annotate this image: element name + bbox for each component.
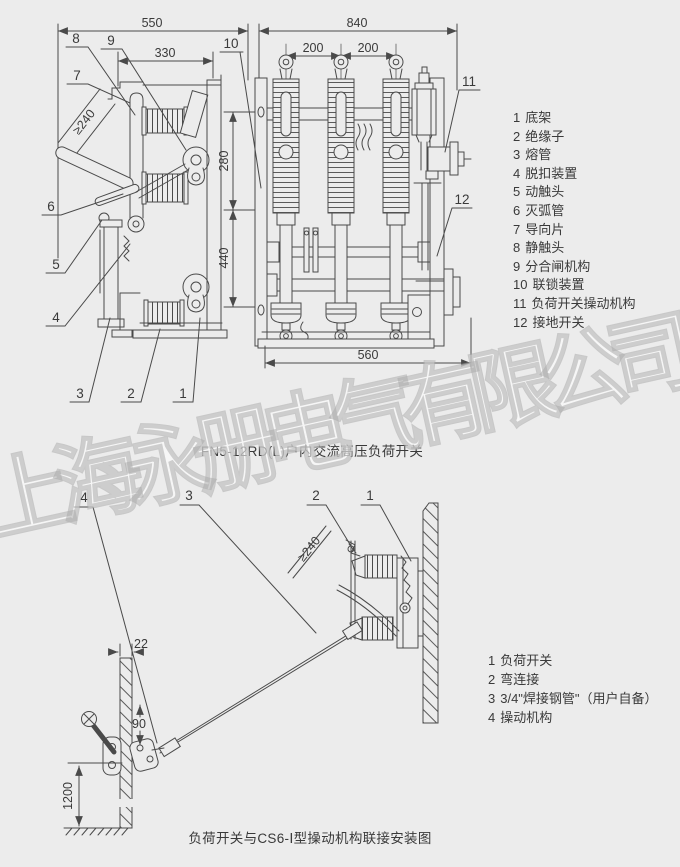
legend-label: 动触头 (525, 184, 565, 200)
legend-label: 导向片 (525, 221, 565, 237)
part-label-4: 4 (52, 310, 60, 325)
bottom-drawing-caption: 负荷开关与CS6-Ⅰ型操动机构联接安装图 (188, 831, 432, 846)
legend-num: 5 (513, 184, 521, 200)
part-label-5: 5 (52, 257, 60, 272)
dim-clearance-side: ≥240 (70, 107, 98, 137)
legend-num: 4 (488, 710, 496, 725)
dim-22: 22 (134, 637, 148, 651)
legend-label: 弯连接 (500, 672, 540, 687)
part-label-6: 6 (47, 199, 55, 214)
legend-label: 负荷开关 (500, 653, 553, 668)
dim-200-b: 200 (358, 41, 379, 55)
install-label-2: 2 (312, 488, 320, 503)
legend-num: 1 (488, 653, 496, 668)
legend-num: 2 (513, 128, 521, 144)
part-label-1: 1 (179, 386, 187, 401)
part-label-12: 12 (454, 192, 469, 207)
dim-1200: 1200 (61, 782, 75, 810)
legend-label: 联锁装置 (532, 277, 585, 293)
legend-label: 接地开关 (532, 314, 585, 330)
legend-num: 9 (513, 258, 521, 274)
dim-clearance-install: ≥240 (295, 534, 323, 564)
dim-550: 550 (142, 16, 163, 30)
dim-330: 330 (155, 46, 176, 60)
install-label-1: 1 (366, 488, 374, 503)
dim-90: 90 (132, 717, 146, 731)
legend-label: 灭弧管 (525, 202, 565, 218)
legend-num: 3 (513, 147, 521, 163)
front-view (223, 23, 472, 369)
legend-label: 绝缘子 (525, 128, 565, 144)
part-label-11: 11 (462, 74, 476, 89)
legend-item-3: 3 3/4"焊接钢管"（用户自备） (488, 689, 658, 708)
install-label-3: 3 (185, 488, 193, 503)
legend-num: 12 (513, 314, 528, 330)
dim-560: 560 (358, 348, 379, 362)
legend-label: 分合闸机构 (525, 258, 591, 274)
legend-label: 负荷开关操动机构 (531, 295, 636, 311)
part-label-9: 9 (107, 33, 115, 48)
dim-440: 440 (217, 248, 231, 269)
legend-num: 10 (513, 277, 528, 293)
legend-num: 2 (488, 672, 496, 687)
part-label-10: 10 (223, 36, 238, 51)
legend-label: 底架 (525, 110, 552, 125)
legend-label: 静触头 (525, 240, 565, 256)
legend-item-4: 4 操动机构 (488, 708, 658, 727)
legend-num: 11 (513, 295, 527, 311)
legend-label: 脱扣装置 (525, 165, 578, 181)
legend-num: 6 (513, 202, 521, 218)
legend-label: 3/4"焊接钢管"（用户自备） (500, 691, 658, 706)
legend-num: 7 (513, 221, 521, 237)
legend-num: 3 (488, 691, 496, 706)
dim-280: 280 (217, 151, 231, 172)
install-legend: 1 负荷开关 2 弯连接 3 3/4"焊接钢管"（用户自备） 4 操动机构 (488, 651, 658, 727)
legend-num: 4 (513, 165, 521, 181)
installation-view (63, 502, 439, 836)
legend-num: 8 (513, 240, 521, 256)
legend-num: 1 (513, 110, 521, 125)
part-labels: 8 9 10 7 6 5 4 3 2 1 11 12 4 3 2 1 (47, 31, 476, 505)
dim-200-a: 200 (303, 41, 324, 55)
legend-item-1: 1 负荷开关 (488, 651, 658, 670)
dim-840: 840 (347, 16, 368, 30)
install-label-4: 4 (80, 490, 88, 505)
part-label-8: 8 (72, 31, 80, 46)
legend-label: 操动机构 (500, 710, 553, 725)
part-label-7: 7 (73, 68, 81, 83)
part-label-3: 3 (76, 386, 84, 401)
legend-item-1: 1 底架 (513, 109, 636, 128)
part-label-2: 2 (127, 386, 135, 401)
legend-item-2: 2 弯连接 (488, 670, 658, 689)
top-drawing-caption: FN5-12RD(L)户内交流高压负荷开关 (200, 444, 424, 459)
legend-label: 熔管 (525, 147, 552, 163)
side-view (55, 23, 249, 339)
leader-lines (41, 46, 481, 744)
